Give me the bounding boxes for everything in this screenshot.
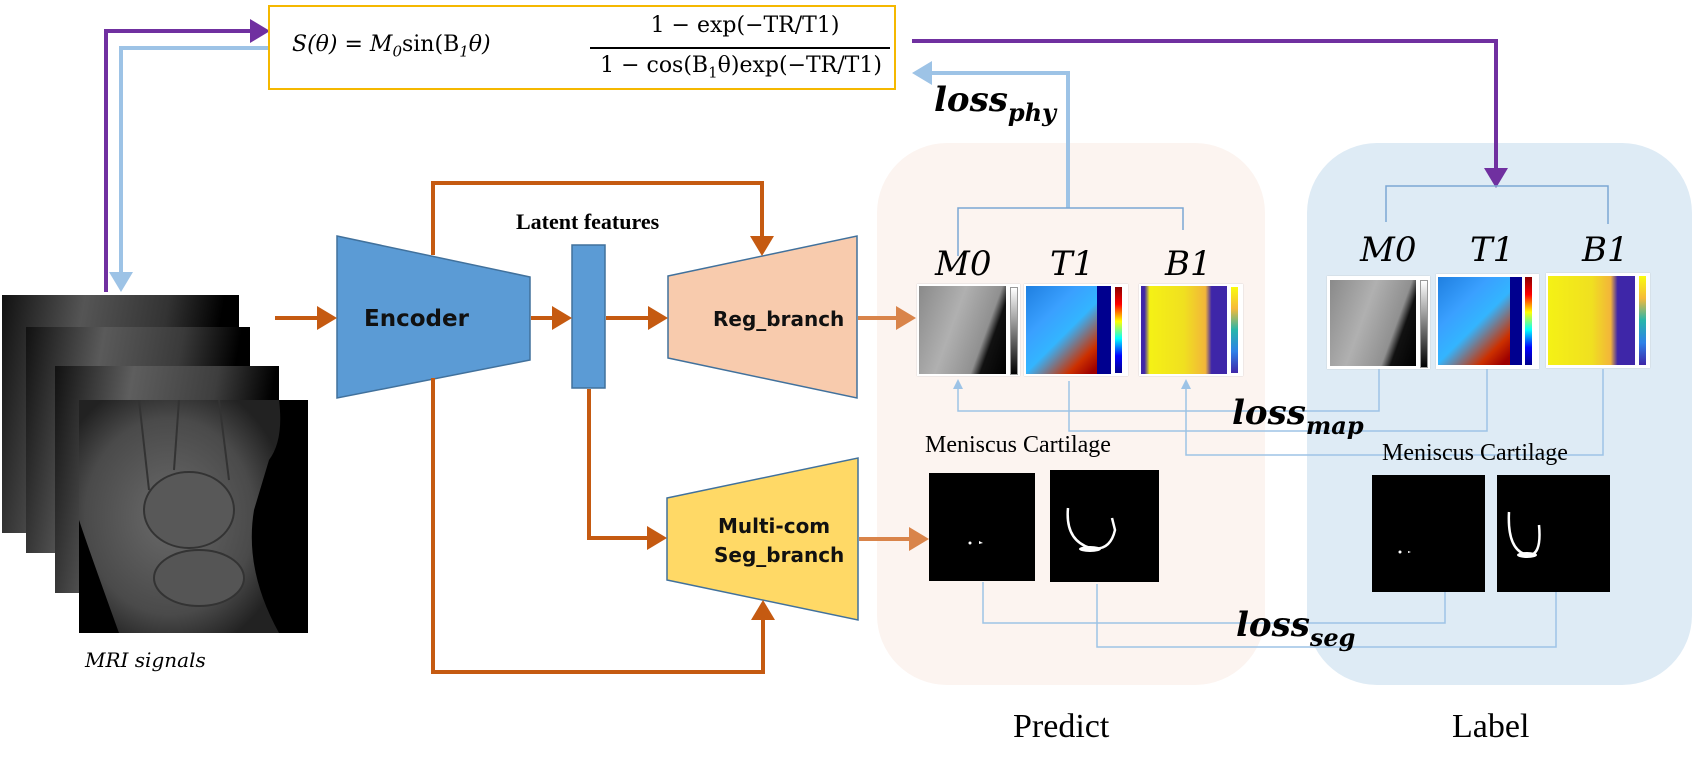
loss-map-label: lossmap [1232, 393, 1364, 440]
loss-phy-label: lossphy [934, 80, 1057, 127]
label-t1-map [1436, 274, 1539, 369]
cartilage-shape [1066, 507, 1117, 552]
meniscus-shape [1398, 550, 1411, 554]
predict-t1-map [1024, 284, 1128, 376]
latent-features-bar [571, 244, 606, 389]
cartilage-shape [1507, 511, 1541, 558]
m0-image [1330, 280, 1416, 366]
predict-b1-map [1139, 284, 1243, 376]
predict-seg-title: Meniscus Cartilage [925, 432, 1111, 458]
reg-branch-block [667, 235, 858, 399]
grayscale-colorbar [1010, 287, 1018, 375]
reg-branch-label: Reg_branch [713, 307, 845, 331]
equation-denominator: 1 − cos(B1θ)exp(−TR/T1) [600, 53, 882, 82]
equation-lhs: S(θ) = M0sin(B1θ) [292, 32, 491, 61]
loss-seg-label: lossseg [1236, 605, 1356, 652]
label-seg-title: Meniscus Cartilage [1382, 440, 1568, 466]
meniscus-shape [968, 541, 983, 545]
predict-m0-label: M0 [935, 244, 992, 284]
mri-signals-caption: MRI signals [85, 648, 206, 672]
seg-branch-block [666, 457, 859, 621]
seg-branch-label-line2: Seg_branch [714, 543, 845, 567]
predict-panel [877, 143, 1265, 685]
equation-numerator: 1 − exp(−TR/T1) [650, 13, 840, 38]
mri-slice-4 [79, 400, 308, 633]
label-t1-label: T1 [1470, 230, 1515, 270]
signal-equation-box: S(θ) = M0sin(B1θ) 1 − exp(−TR/T1) 1 − co… [268, 5, 896, 90]
predict-cartilage-mask [1050, 470, 1159, 582]
loss-map-t1 [1068, 369, 1488, 432]
lightblue-arrow-loss-phy [912, 61, 1070, 208]
knee-mri-image [79, 400, 281, 633]
purple-arrow-to-formula [104, 19, 270, 292]
t1-image [1438, 277, 1522, 365]
label-cartilage-mask [1497, 475, 1610, 592]
loss-seg-cartilage [1096, 584, 1557, 648]
b1-image [1548, 276, 1635, 365]
encoder-block [336, 235, 531, 399]
predict-maps-bracket [957, 207, 1184, 256]
jet-colorbar [1115, 287, 1122, 373]
purple-arrow-to-label [912, 39, 1508, 188]
loss-map-m0 [953, 369, 1380, 412]
fraction-bar [590, 47, 890, 49]
grayscale-colorbar [1420, 280, 1428, 368]
label-m0-label: M0 [1360, 230, 1417, 270]
skip-encoder-to-reg [431, 181, 774, 256]
m0-image [919, 286, 1006, 374]
predict-m0-map [917, 284, 1020, 376]
predict-meniscus-mask [929, 473, 1035, 581]
label-panel [1307, 143, 1692, 685]
t1-image [1026, 286, 1111, 374]
encoder-label: Encoder [364, 306, 469, 332]
b1-image [1141, 286, 1227, 374]
label-b1-label: B1 [1582, 230, 1629, 270]
arrow-latent-to-seg [587, 389, 667, 550]
parula-colorbar [1231, 287, 1238, 373]
skip-encoder-to-seg [431, 378, 775, 674]
label-b1-map [1546, 273, 1650, 368]
predict-t1-label: T1 [1050, 244, 1095, 284]
label-meniscus-mask [1372, 475, 1485, 592]
jet-colorbar [1525, 277, 1532, 365]
loss-map-b1 [1181, 369, 1604, 456]
label-title: Label [1452, 708, 1530, 745]
latent-features-label: Latent features [516, 209, 660, 234]
seg-branch-label-line1: Multi-com [718, 514, 831, 538]
label-m0-map [1327, 276, 1430, 369]
predict-b1-label: B1 [1165, 244, 1212, 284]
parula-colorbar [1639, 276, 1646, 365]
label-maps-bracket [1385, 185, 1609, 224]
predict-title: Predict [1013, 708, 1110, 745]
loss-seg-meniscus [982, 582, 1446, 624]
lightblue-arrow-to-mri [109, 46, 268, 292]
